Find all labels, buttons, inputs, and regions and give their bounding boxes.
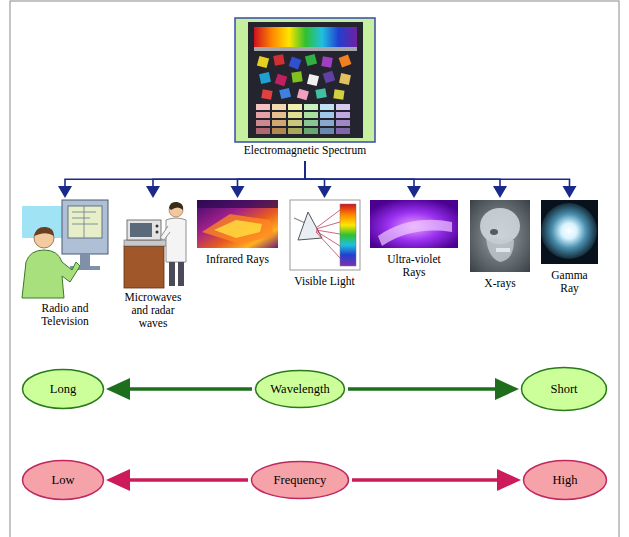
connector-line <box>153 161 305 187</box>
arrow-head <box>106 469 130 491</box>
arrow-head <box>493 186 507 198</box>
scale-label: Long <box>50 382 76 396</box>
microwave-picture <box>124 202 186 288</box>
prism-picture <box>290 200 360 270</box>
microwave-node: Microwaves and radar waves <box>120 200 186 333</box>
branch-connector <box>146 161 305 198</box>
arrow-head <box>497 469 521 491</box>
node-label: Visible Light <box>294 275 354 288</box>
scale-arrow <box>348 378 519 400</box>
scale-ellipse: Long <box>21 368 105 410</box>
connector-line <box>305 161 414 187</box>
xray-picture <box>470 200 530 272</box>
scale-arrow <box>352 469 521 491</box>
node-label: Radio and Television <box>30 302 100 328</box>
arrow-head <box>106 378 130 400</box>
gamma-node: Gamma Ray <box>541 200 598 297</box>
arrow-head <box>407 186 421 198</box>
scale-label: High <box>553 473 578 487</box>
scale-ellipse: High <box>522 459 608 501</box>
scale-label: Low <box>52 473 75 487</box>
spectrum-node: Electromagnetic Spectrum <box>235 18 375 159</box>
xray-node: X-rays <box>470 200 530 292</box>
node-label: Electromagnetic Spectrum <box>244 144 366 157</box>
connector-line <box>305 161 325 187</box>
scale-arrow <box>106 469 248 491</box>
scale-label: Wavelength <box>270 382 329 396</box>
infrared-picture <box>197 200 278 248</box>
connector-line <box>305 161 500 187</box>
visible-node: Visible Light <box>289 200 360 290</box>
connector-line <box>65 161 305 187</box>
color-chart-picture <box>235 18 375 142</box>
node-label: Gamma Ray <box>548 269 592 295</box>
node-label: Infrared Rays <box>206 253 269 266</box>
node-label: Microwaves and radar waves <box>122 291 184 331</box>
scale-ellipse: Short <box>520 366 608 412</box>
arrow-head <box>495 378 519 400</box>
scale-label: Frequency <box>274 473 327 487</box>
gamma-picture <box>541 200 598 264</box>
arrow-head <box>563 186 577 198</box>
scale-ellipse: Low <box>21 459 105 501</box>
infrared-node: Infrared Rays <box>197 200 278 268</box>
node-label: Ultra-violet Rays <box>382 253 446 279</box>
ultraviolet-node: Ultra-violet Rays <box>370 200 458 281</box>
scale-ellipse: Wavelength <box>254 369 346 409</box>
arrow-head <box>58 186 72 198</box>
branch-connector <box>231 161 306 198</box>
connector-line <box>352 478 499 482</box>
arrow-head <box>231 186 245 198</box>
arrow-head <box>146 186 160 198</box>
connector-line <box>348 387 497 391</box>
branch-connector <box>58 161 305 198</box>
radio-tv-picture <box>22 200 108 298</box>
page-frame <box>10 1 619 537</box>
scale-label: Short <box>550 382 577 396</box>
ultraviolet-picture <box>370 200 458 248</box>
arrow-head <box>318 186 332 198</box>
connector-line <box>128 478 248 482</box>
connector-line <box>238 161 306 187</box>
radio-node: Radio and Television <box>18 200 112 330</box>
connector-line <box>128 387 252 391</box>
node-label: X-rays <box>484 277 515 290</box>
scale-arrow <box>106 378 252 400</box>
scale-ellipse: Frequency <box>250 460 350 500</box>
connector-line <box>305 161 570 187</box>
branch-connector <box>305 161 577 198</box>
